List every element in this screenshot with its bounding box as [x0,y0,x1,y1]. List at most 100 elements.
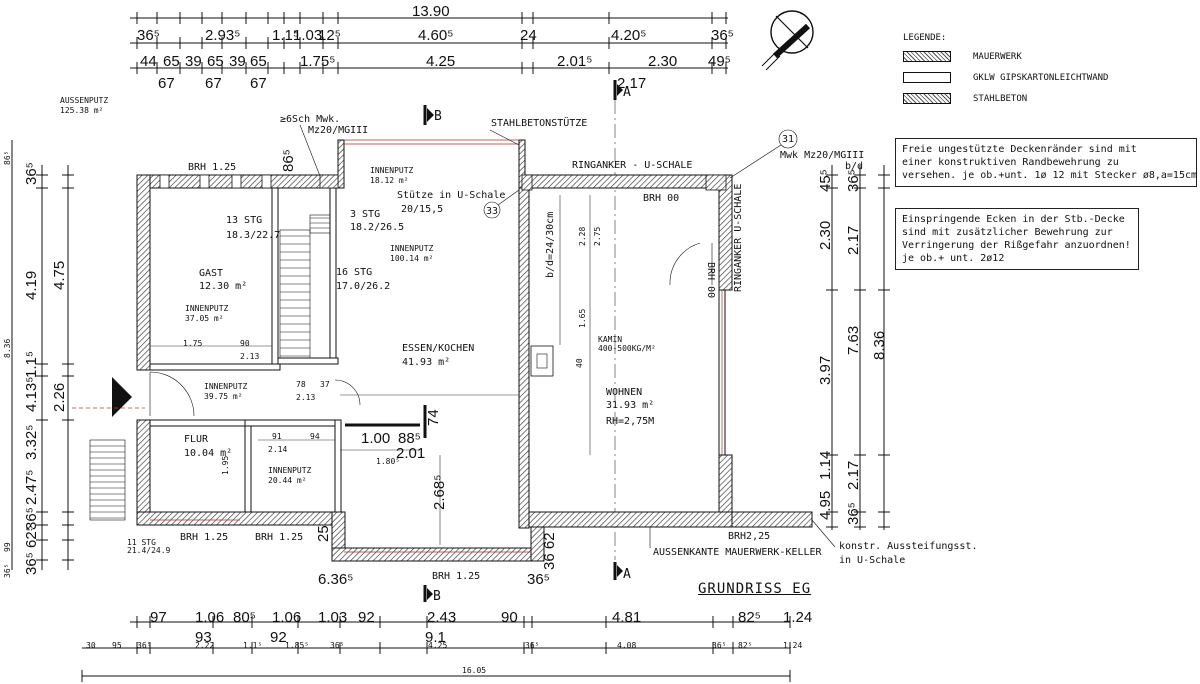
legend-label: GKLW GIPSKARTONLEICHTWAND [973,72,1109,83]
innenputz-top-label: INNENPUTZ [370,166,414,175]
left-dim-item: 2.47⁵ [23,470,40,505]
mwk31-label: Mwk Mz20/MGIII [780,150,864,161]
top-dim-row2-item: 2.01⁵ [557,53,592,70]
aussenputz-value: 125.38 m² [60,106,103,115]
bd-label: b/d [845,161,863,172]
konstr-label-1: konstr. Aussteifungsst. [839,541,977,552]
circle-33: 33 [486,206,498,217]
room-flur-area: 10.04 m² [184,448,232,459]
konstr-label-2: in U-Schale [839,555,905,566]
dim-165: 1.65 [578,309,587,328]
top-overall-dim: 13.90 [412,3,450,20]
dim-214: 2.14 [268,445,287,454]
brh-bottom-2: BRH 1.25 [255,532,303,543]
left-dim-item: 36⁵ [3,564,12,578]
kamin-label: KAMIN [598,335,622,344]
left-dim-item: 4.75 [51,261,68,290]
section-b-bottom: B [433,589,441,604]
top-dim-row1-item: 1.03 [293,27,322,44]
right-dimension-chain [826,165,890,530]
left-dim-item: 3.32⁵ [23,425,40,460]
kamin-40: 40 [575,358,584,368]
stb-stuetze-label: STAHLBETONSTÜTZE [491,116,587,129]
top-dim-67b: 67 [205,75,222,92]
room-kueche-area: 41.93 m² [402,357,450,368]
bottom-dim-row1-item: 1.06 [272,609,301,626]
legend-item-stahlbeton: STAHLBETON [903,88,1108,109]
glazing-lines [150,139,723,553]
dim-94: 94 [310,432,320,441]
dim-213b: 2.13 [296,393,315,402]
note-deckenraender: Freie ungestützte Deckenränder sind mit … [895,138,1197,187]
stuetze-u-dim: 20/15,5 [401,204,443,215]
right-dim-item: 36⁵ [845,169,862,192]
bottom-dim-row1-item: 1.24 [783,609,812,626]
right-dim-item: 1.14 [817,451,834,480]
dim-3662: 36 62 [541,532,558,570]
top-dim-67c: 67 [250,75,267,92]
brh-225: BRH2,25 [728,531,770,542]
bottom-dim-row3-item: 1.24 [783,641,802,650]
dim-100: 1.00 [361,430,390,447]
stuetze-u-label: Stütze in U-Schale [397,190,505,201]
right-dim-item: 45⁵ [817,169,834,192]
room-wohnen-name: WOHNEN [606,387,642,398]
section-a-bottom: A [623,567,631,582]
innenputz-kueche-label: INNENPUTZ [390,244,434,253]
door-swings [149,242,713,417]
right-dim-item: 2.17 [845,226,862,255]
top-dim-row1-item: 1.1⁵ [272,27,299,44]
stair-3-dim: 18.2/26.5 [350,222,404,233]
legend-title: LEGENDE: [903,33,947,43]
left-dim-item: 36⁵ [23,507,40,530]
left-dim-item: 62⁵ [23,525,40,548]
bottom-dim-93: 93 [195,629,212,646]
bottom-dim-row3-item: 36⁵ [525,641,539,650]
top-dim-row2-item: 65 [250,53,267,70]
section-marker-b-bottom-icon [423,585,433,602]
room-flur-name: FLUR [184,434,209,445]
bottom-dim-row3-item: 82⁵ [738,641,752,650]
right-dim-item: 2.30 [817,221,834,250]
top-dim-67a: 67 [158,75,175,92]
left-dim-item: 8.36 [3,339,12,358]
drawing-title: GRUNDRISS EG [698,581,812,597]
bottom-dim-row1-item: 82⁵ [738,609,761,626]
section-marker-b-top-icon [423,105,434,125]
dim-78: 78 [296,380,306,389]
dim-268: 2.68⁵ [431,475,448,510]
right-dim-item: 7.63 [845,326,862,355]
bottom-dim-row3-item: 95 [112,641,122,650]
brh00-side: BRH 00 [705,262,716,298]
right-dim-item: 36⁵ [845,502,862,525]
dim-37: 37 [320,380,330,389]
stair-13: 13 STG [226,215,262,226]
top-dim-row1-item: 36⁵ [137,27,160,44]
left-dim-item: 4.19 [23,271,40,300]
top-dim-217: 2.17 [617,75,646,92]
bottom-dim-row1-item: 97 [150,609,167,626]
top-dim-row1-item: 24 [520,27,537,44]
left-dim-item: 86⁵ [3,151,12,165]
aussenkante-label: AUSSENKANTE MAUERWERK-KELLER [653,547,823,558]
section-marker-a-bottom-icon [613,562,623,580]
bottom-dim-row3-item: 1.1⁵ [243,641,262,650]
brh-bottom-1: BRH 1.25 [180,532,228,543]
dim-636: 6.36⁵ [318,571,353,588]
brh00-top: BRH 00 [643,193,679,204]
bottom-dim-row3-item: 2.22 [195,641,214,650]
top-dim-row2-item: 65 [163,53,180,70]
room-kueche-name: ESSEN/KOCHEN [402,343,474,354]
brh-top: BRH 1.25 [188,162,236,173]
left-dim-item: 36⁵ [23,162,40,185]
dim-74: 74 [425,409,442,426]
legend-swatch-hatch [903,93,951,104]
dim-1805: 1.80⁵ [376,457,400,466]
bottom-total: 16.05 [462,666,486,675]
dim-195: 1.95 [221,456,230,475]
legend-label: MAUERWERK [973,51,1022,62]
